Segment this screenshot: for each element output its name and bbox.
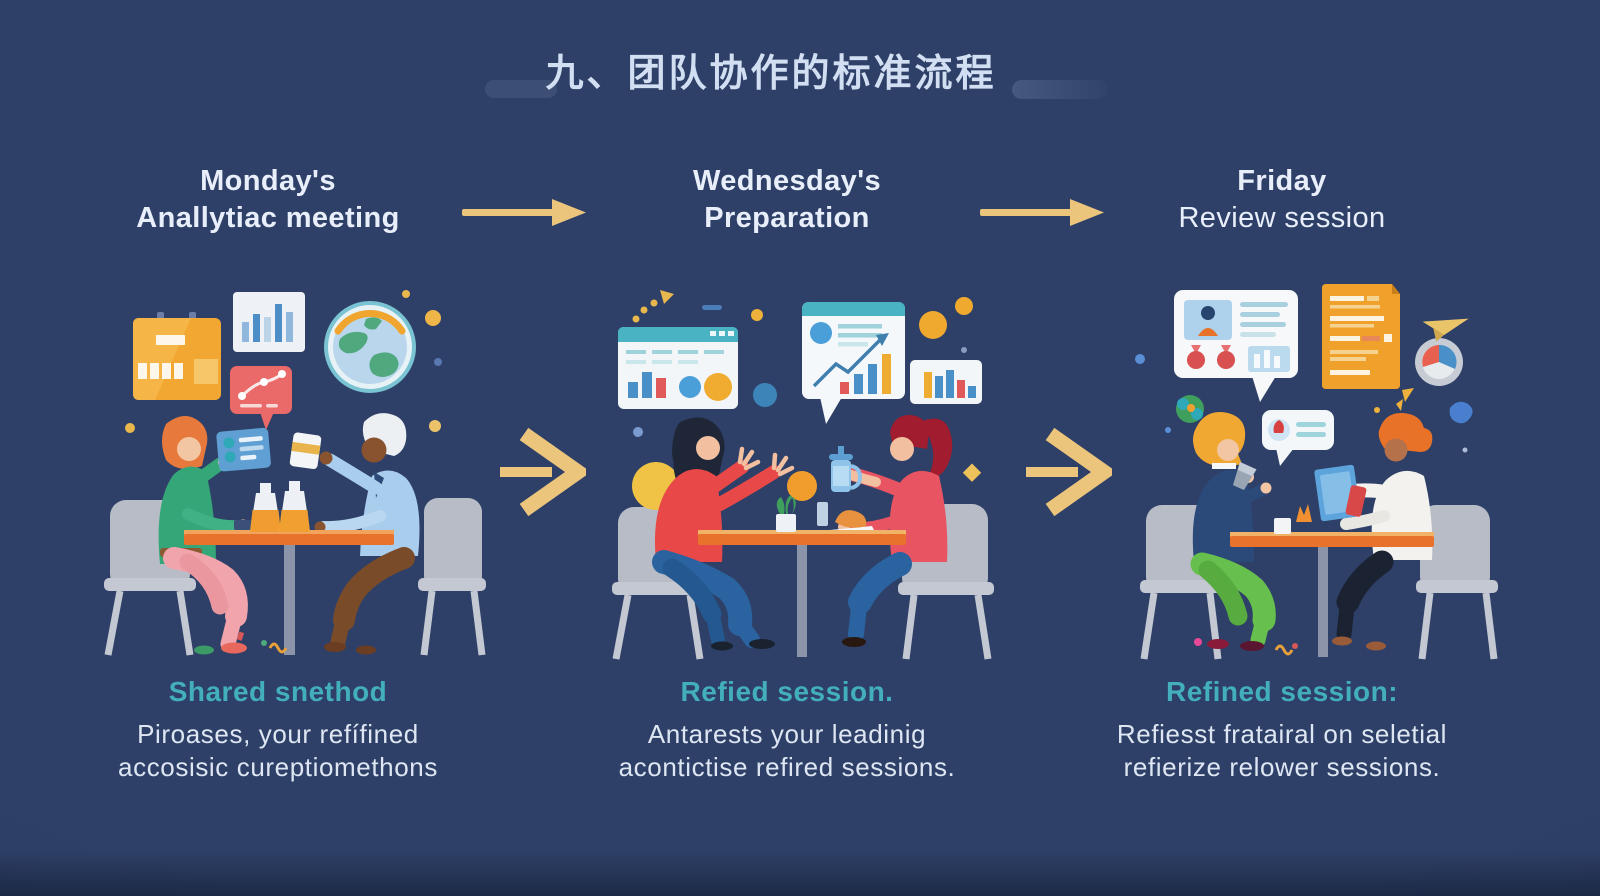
chat-card-icon: [216, 427, 271, 472]
dashboard-card-icon: [618, 327, 738, 409]
person-right: [1327, 412, 1433, 651]
heading-wednesday-line2: Preparation: [704, 202, 870, 234]
red-folder-icon: [1345, 485, 1367, 517]
croissant-icon: [835, 510, 867, 528]
person-left: [632, 417, 795, 651]
caption-wednesday-title: Refied session.: [680, 676, 894, 707]
blue-blob-icon: [1449, 401, 1473, 424]
heading-wednesday-line1: Wednesday's: [692, 165, 882, 197]
notification-bubble-icon: [1262, 410, 1334, 466]
caption-friday-line1: Refiesst fratairal on seletial: [1116, 719, 1448, 749]
globe-icon: [324, 301, 416, 393]
caption-wednesday: Refied session. Antarests your leadinig …: [567, 676, 1007, 784]
flask-icon: [250, 483, 281, 532]
caption-friday-title: Refined session:: [1165, 676, 1399, 707]
calendar-icon: [133, 312, 221, 400]
dotted-arrow-icon: [632, 290, 674, 323]
wednesday-scene: [612, 290, 994, 660]
heading-friday-line2: Review session: [1178, 202, 1386, 234]
heading-friday: Friday Review session: [1072, 163, 1492, 237]
caption-friday-line2: refierize relower sessions.: [1123, 752, 1441, 782]
confetti: [1274, 643, 1298, 656]
friday-scene: [1135, 284, 1498, 660]
plant-icon: [776, 495, 796, 532]
caption-friday: Refined session: Refiesst fratairal on s…: [1062, 676, 1502, 784]
leaf-blob-icon: [1176, 395, 1204, 423]
held-jar-icon: [289, 432, 322, 470]
illustration-monday-meeting: [88, 272, 488, 657]
glass-icon: [817, 502, 828, 526]
flow-chevron-arrow-icon: [500, 427, 586, 517]
gold-ball: [787, 471, 817, 501]
table: [698, 526, 906, 657]
floating-dots: [125, 290, 442, 433]
monday-scene: [104, 290, 486, 656]
flow-chevron-arrow-icon: [1026, 427, 1112, 517]
cup-icon: [1274, 518, 1291, 534]
trend-speech-bubble-icon: [230, 366, 292, 430]
caption-monday: Shared snethod Piroases, your refífined …: [58, 676, 498, 784]
profile-bubble-card-icon: [1174, 290, 1298, 402]
heading-monday: Monday's Anallytiac meeting: [58, 163, 478, 237]
title-highlight-streak-left: [485, 80, 557, 98]
speech-chart-card-icon: [802, 302, 905, 424]
paper-plane-icon: [1422, 318, 1469, 342]
flow-arrow-icon: [980, 199, 1104, 226]
floating-dots: [1135, 354, 1468, 453]
person-right: [836, 414, 953, 647]
caption-monday-line2: accosisic cureptiomethons: [118, 752, 438, 782]
confetti: [236, 631, 288, 654]
chair: [1416, 505, 1498, 660]
chair: [418, 498, 486, 656]
flask-icon: [279, 481, 310, 532]
heading-monday-line1: Monday's: [200, 165, 336, 197]
person-left: [1190, 412, 1276, 651]
illustration-wednesday-preparation: [580, 272, 1000, 660]
orange-spiky-icon: [1296, 504, 1312, 522]
tumbler-icon: [1232, 462, 1257, 491]
flow-arrow-icon: [462, 199, 586, 226]
illustration-friday-review: [1090, 272, 1510, 660]
page-title: 九、团队协作的标准流程: [545, 53, 997, 95]
pitcher-icon: [829, 446, 863, 492]
heading-friday-line1: Friday: [1237, 165, 1327, 197]
heading-wednesday: Wednesday's Preparation: [577, 163, 997, 237]
title-highlight-streak-right: [1012, 80, 1108, 99]
table: [1230, 532, 1434, 657]
bar-chart-card-icon: [233, 292, 305, 352]
caption-wednesday-line1: Antarests your leadinig: [647, 719, 927, 749]
heading-monday-line2: Anallytiac meeting: [136, 202, 400, 234]
caption-monday-line1: Piroases, your refífined: [137, 719, 419, 749]
caption-wednesday-line2: acontictise refired sessions.: [618, 752, 956, 782]
caption-monday-title: Shared snethod: [168, 676, 388, 707]
document-card-icon: [1322, 284, 1400, 389]
mini-bar-card-icon: [910, 360, 982, 404]
floating-dots: [633, 297, 982, 482]
pie-chart-icon: [1415, 338, 1463, 386]
